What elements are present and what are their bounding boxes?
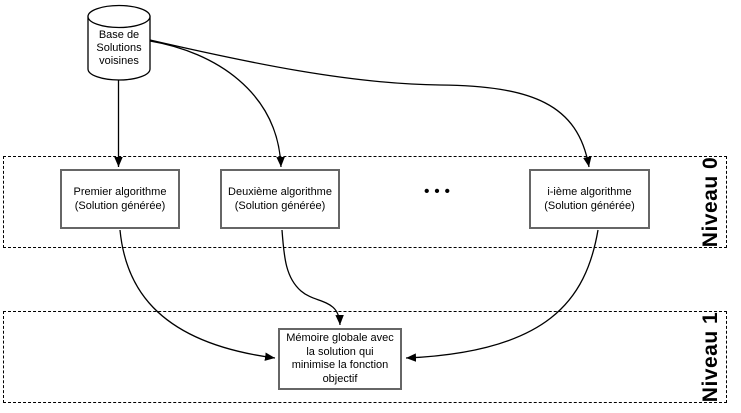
- ellipsis-more-algorithms: •••: [424, 182, 455, 200]
- node-text-line: minimise la fonction: [291, 359, 389, 371]
- node-title: Premier algorithme: [73, 186, 167, 198]
- node-text-line: Mémoire globale avec: [286, 332, 394, 344]
- connector-algo3-to-memory: [405, 229, 599, 362]
- node-premier-algorithme: Premier algorithme (Solution générée): [60, 169, 180, 229]
- node-subtitle: (Solution générée): [234, 200, 326, 212]
- node-subtitle: (Solution générée): [74, 200, 166, 212]
- level-1-band: [3, 311, 727, 403]
- connector-db-to-algo3: [149, 39, 592, 168]
- level-0-label: Niveau 0: [699, 156, 723, 248]
- node-text-line: la solution qui: [306, 345, 374, 358]
- node-title: Deuxième algorithme: [228, 186, 332, 198]
- level-1-label: Niveau 1: [699, 311, 723, 403]
- database-label-line: Base de: [98, 29, 140, 41]
- level-0-band: [3, 156, 727, 248]
- node-iieme-algorithme: i-ième algorithme (Solution générée): [529, 169, 650, 229]
- node-title: i-ième algorithme: [547, 186, 632, 198]
- node-text-line: objectif: [322, 372, 358, 385]
- database-cylinder-icon: [87, 4, 151, 81]
- node-deuxieme-algorithme: Deuxième algorithme (Solution générée): [220, 169, 340, 229]
- database-label-line: voisines: [99, 55, 139, 67]
- node-subtitle: (Solution générée): [544, 200, 635, 212]
- connector-db-to-algo2: [149, 40, 285, 168]
- node-memoire-globale: Mémoire globale avec la solution qui min…: [278, 328, 402, 390]
- database-label: Base de Solutions voisines: [88, 29, 150, 68]
- connector-algo1-to-memory: [119, 229, 276, 361]
- database-label-line: Solutions: [96, 42, 142, 54]
- connector-algo2-to-memory: [281, 229, 344, 326]
